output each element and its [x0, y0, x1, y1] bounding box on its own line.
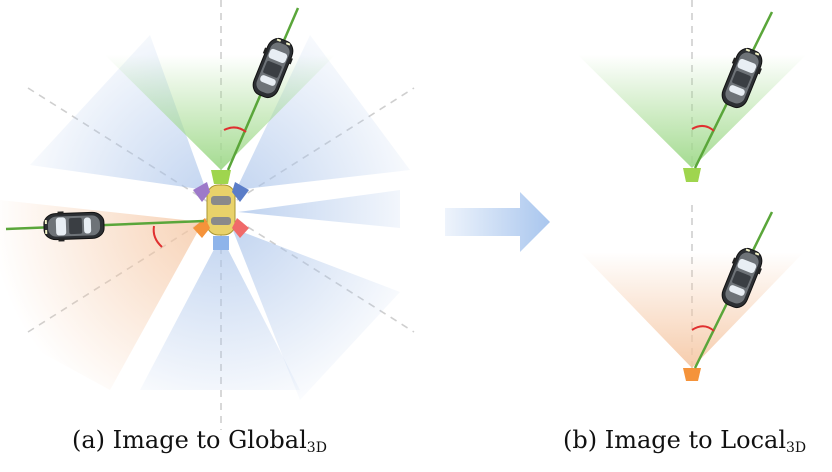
caption-a-text: (a) Image to Global [72, 426, 307, 454]
local-panel [578, 0, 806, 381]
angle-arc-front [223, 126, 247, 133]
ego-car-icon [193, 170, 249, 250]
fov-back-right [232, 228, 400, 400]
camera-front-left [193, 182, 210, 202]
angle-arc-left [152, 225, 163, 248]
caption-b-subscript: 3D [786, 440, 807, 456]
caption-a-subscript: 3D [306, 440, 327, 456]
camera-back-right [232, 218, 249, 238]
angle-arc-local-front [691, 125, 715, 132]
caption-b-text: (b) Image to Local [563, 426, 786, 454]
target-car-icon [42, 209, 106, 243]
caption-image-to-local: (b) Image to Local3D [563, 426, 806, 456]
caption-image-to-global: (a) Image to Global3D [72, 426, 327, 456]
fov-right [238, 190, 400, 228]
camera-back-left [193, 218, 210, 238]
camera-local-back-left [683, 368, 701, 381]
fov-local-back-left [580, 252, 804, 368]
global-panel [0, 0, 415, 430]
ray-left-target [5, 219, 205, 231]
camera-back [213, 236, 229, 250]
camera-front-right [232, 182, 249, 202]
camera-local-front [683, 168, 701, 182]
fov-local-front [578, 55, 806, 168]
fov-front-right [236, 35, 410, 190]
angle-arc-local-back-left [691, 325, 715, 332]
fov-back [140, 236, 300, 390]
right-arrow-icon [445, 192, 550, 252]
fov-back-left [0, 200, 203, 390]
camera-front [211, 170, 231, 184]
